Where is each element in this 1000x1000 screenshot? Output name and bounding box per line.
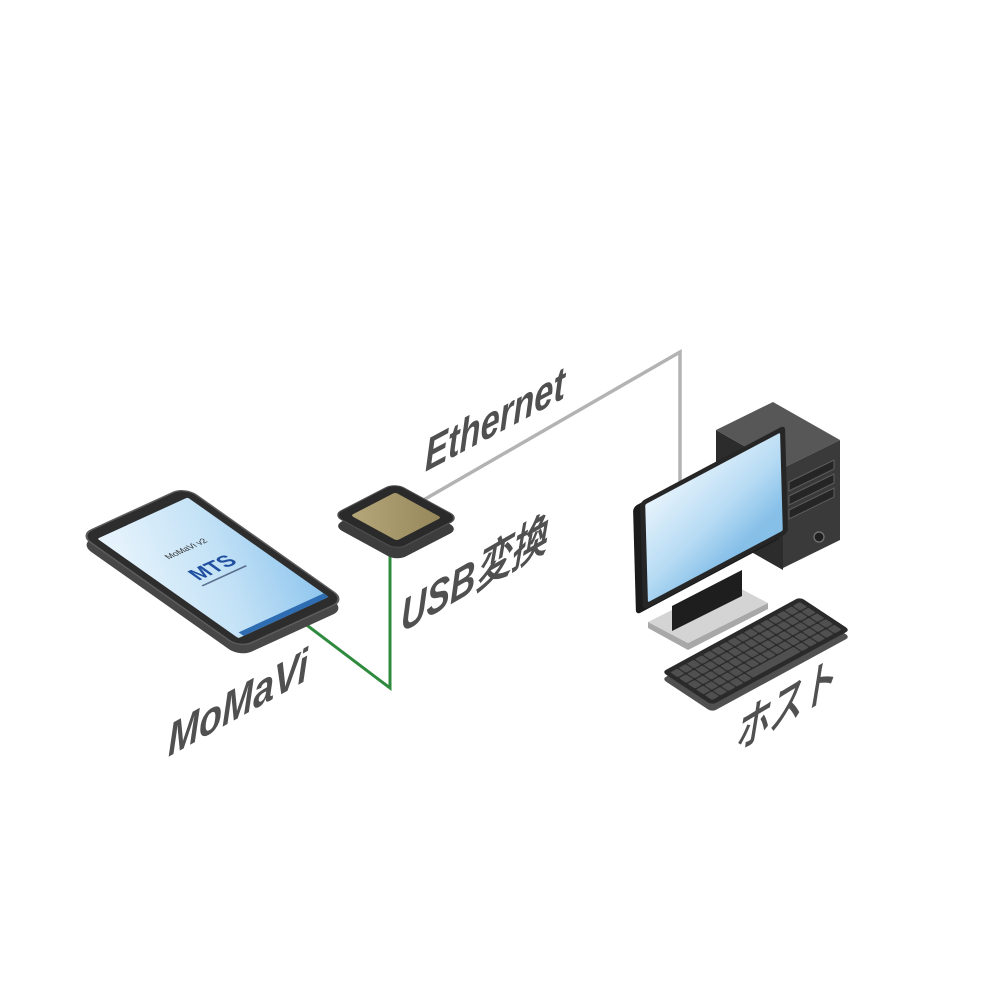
drive-bay (788, 459, 835, 492)
tablet-screen-bar (238, 593, 329, 636)
monitor-stand (648, 570, 768, 650)
monitor-screen (645, 433, 783, 602)
logo-tagline (201, 565, 248, 587)
ethernet-label: Ethernet (425, 356, 567, 482)
drive-bay (788, 487, 835, 520)
keyboard-keys (669, 601, 843, 701)
usb-adapter-top-pad (352, 493, 440, 540)
tablet-label: MoMaVi (168, 638, 309, 767)
power-button-icon (813, 531, 825, 543)
drive-bay (788, 473, 835, 506)
keyboard-icon (664, 598, 848, 711)
tablet-screen (98, 497, 328, 638)
stand-base-side (648, 603, 768, 650)
monitor (633, 426, 788, 614)
tablet-icon: MoMaVi v2 MTS (85, 490, 340, 654)
usb-adapter-icon (337, 485, 455, 559)
spacebar-key (746, 647, 801, 678)
usb-cable (299, 552, 392, 692)
desktop-pc-icon (633, 402, 848, 711)
stand-neck (672, 570, 742, 631)
ethernet-cable (419, 348, 682, 504)
